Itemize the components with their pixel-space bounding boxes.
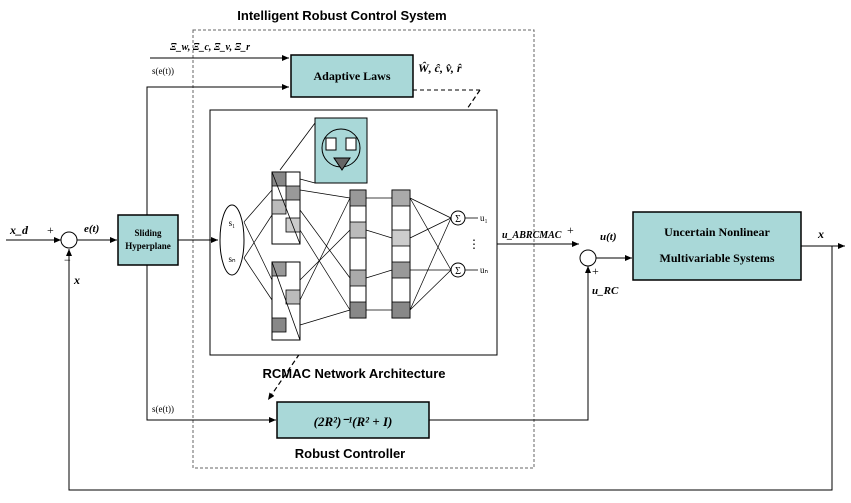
s-bottom-label: s(e(t))	[152, 404, 174, 414]
e-label: e(t)	[84, 223, 99, 235]
u-label: u(t)	[600, 231, 617, 243]
adaptive-laws-label: Adaptive Laws	[313, 69, 390, 83]
delay-cell-2	[345, 137, 357, 151]
minus-sign-1: −	[64, 253, 71, 267]
receptive-field-layer	[349, 189, 367, 319]
input-space-ellipse	[219, 204, 245, 276]
sum-node-1-symbol: Σ	[455, 214, 461, 225]
association-column-upper	[271, 171, 301, 245]
learning-rates-label: Ξ_w, Ξ_c, Ξ_v, Ξ_r	[170, 42, 250, 53]
summing-junction-2	[579, 249, 597, 267]
plant-label-1: Uncertain Nonlinear	[664, 225, 770, 239]
summing-junction-1	[60, 231, 78, 249]
plant-block	[632, 211, 802, 281]
network-connections	[243, 189, 452, 326]
feedback-line	[66, 246, 833, 491]
weight-memory-layer	[391, 189, 411, 319]
robust-formula: (2R²)⁻¹(R² + I)	[314, 414, 393, 429]
recurrent-unit-inset	[314, 117, 368, 184]
u-rc-line	[429, 266, 591, 421]
plant-label-2: Multivariable Systems	[660, 251, 775, 265]
gain-triangle-icon	[333, 157, 351, 171]
plus-sign-3: +	[592, 264, 599, 278]
output-un-label: uₙ	[480, 265, 489, 275]
system-title: Intelligent Robust Control System	[237, 8, 446, 23]
association-column-lower	[271, 261, 301, 341]
input-s1-label: s₁	[229, 218, 236, 228]
system-boundary	[192, 29, 535, 469]
plus-sign-1: +	[47, 223, 54, 237]
sliding-label-2: Hyperplane	[125, 241, 171, 251]
u-abrcmac-label: u_ABRCMAC	[502, 230, 562, 241]
u-rc-label: u_RC	[592, 285, 619, 297]
s-top-label: s(e(t))	[152, 66, 174, 76]
delay-cell-1	[325, 137, 337, 151]
sum-node-2-symbol: Σ	[455, 266, 461, 277]
s-bottom-line	[146, 265, 276, 423]
s-top-line	[146, 84, 289, 215]
sliding-hyperplane-block	[117, 214, 179, 266]
adaptive-laws-block	[290, 54, 414, 98]
robust-controller-label: Robust Controller	[295, 446, 406, 461]
rcmac-label: RCMAC Network Architecture	[263, 366, 446, 381]
inset-pointer-1	[279, 122, 316, 171]
sliding-label-1: Sliding	[134, 228, 162, 238]
x-feedback-label: x	[73, 273, 80, 287]
plus-sign-2: +	[567, 223, 574, 237]
input-sn-label: sₙ	[228, 254, 236, 264]
x-out-label: x	[817, 227, 824, 241]
param-estimates-label: Ŵ, ĉ, v̂, r̂	[418, 61, 462, 75]
output-dots: ⋮	[468, 237, 480, 251]
output-u1-label: u₁	[480, 213, 488, 223]
xd-label: x_d	[9, 223, 29, 237]
